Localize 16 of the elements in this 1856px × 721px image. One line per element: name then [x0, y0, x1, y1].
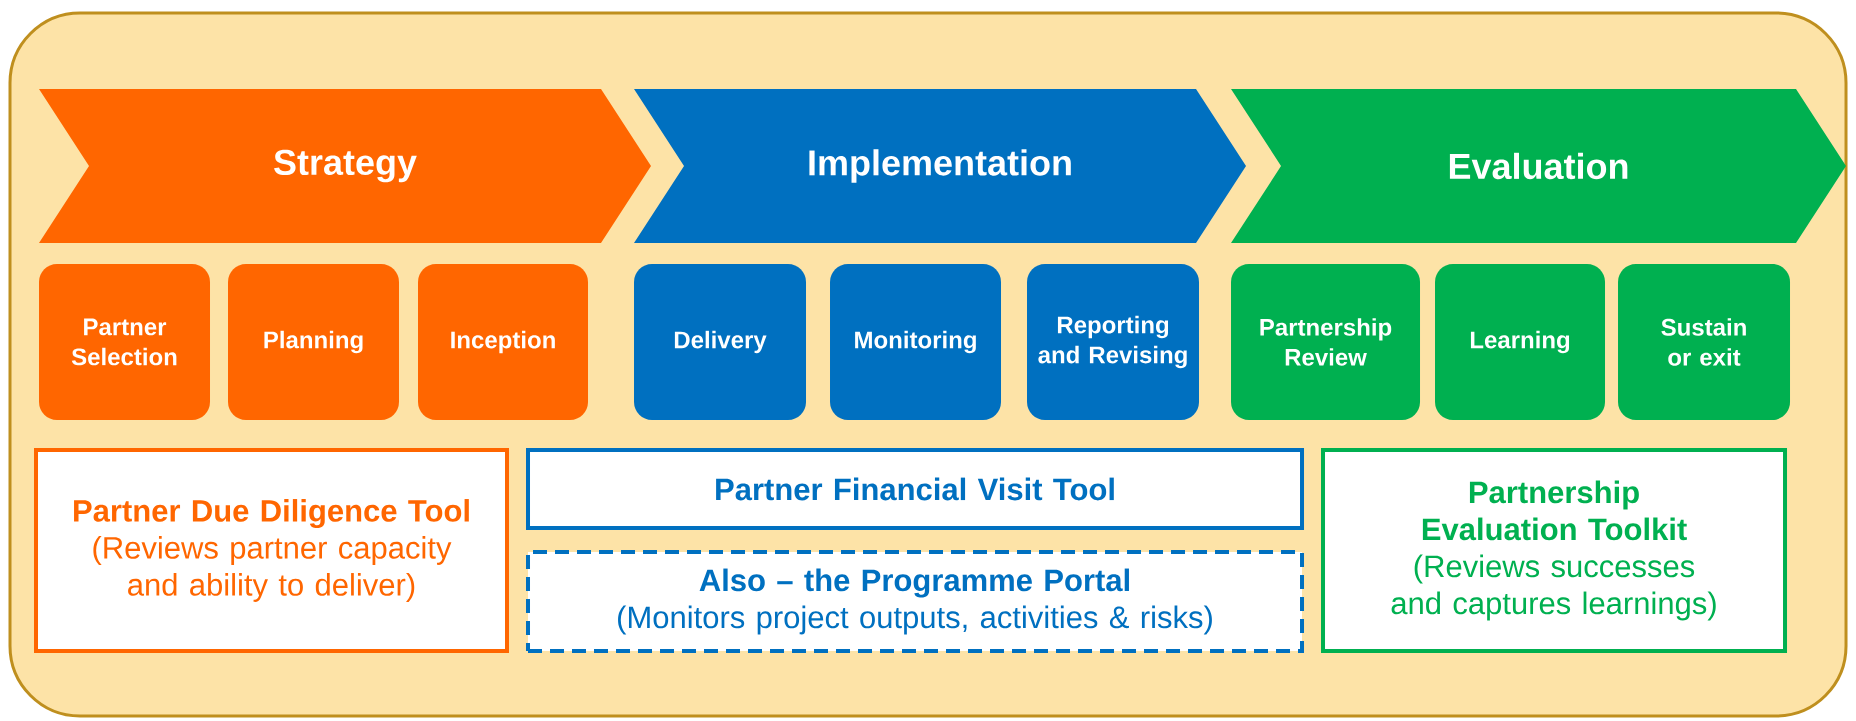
step-box: Sustain or exit — [1618, 264, 1790, 420]
step-box: Delivery — [634, 264, 806, 420]
phase-banner: Implementation — [634, 89, 1246, 243]
step-box: Partnership Review — [1231, 264, 1420, 420]
tool-box: Also – the Programme Portal (Monitors project outputs, activities & risks) — [526, 550, 1304, 653]
step-box: Learning — [1435, 264, 1605, 420]
step-box: Reporting and Revising — [1027, 264, 1199, 420]
step-box: Partner Selection — [39, 264, 210, 420]
step-box: Monitoring — [830, 264, 1001, 420]
phase-banner: Evaluation — [1231, 89, 1846, 243]
tool-box: Partnership Evaluation Toolkit (Reviews successes and captures learnings) — [1321, 448, 1787, 653]
step-box: Inception — [418, 264, 588, 420]
phase-banner: Strategy — [39, 89, 651, 243]
tool-box: Partner Due Diligence Tool (Reviews partner capacity and ability to deliver) — [34, 448, 509, 653]
tool-box: Partner Financial Visit Tool — [526, 448, 1304, 530]
step-box: Planning — [228, 264, 399, 420]
